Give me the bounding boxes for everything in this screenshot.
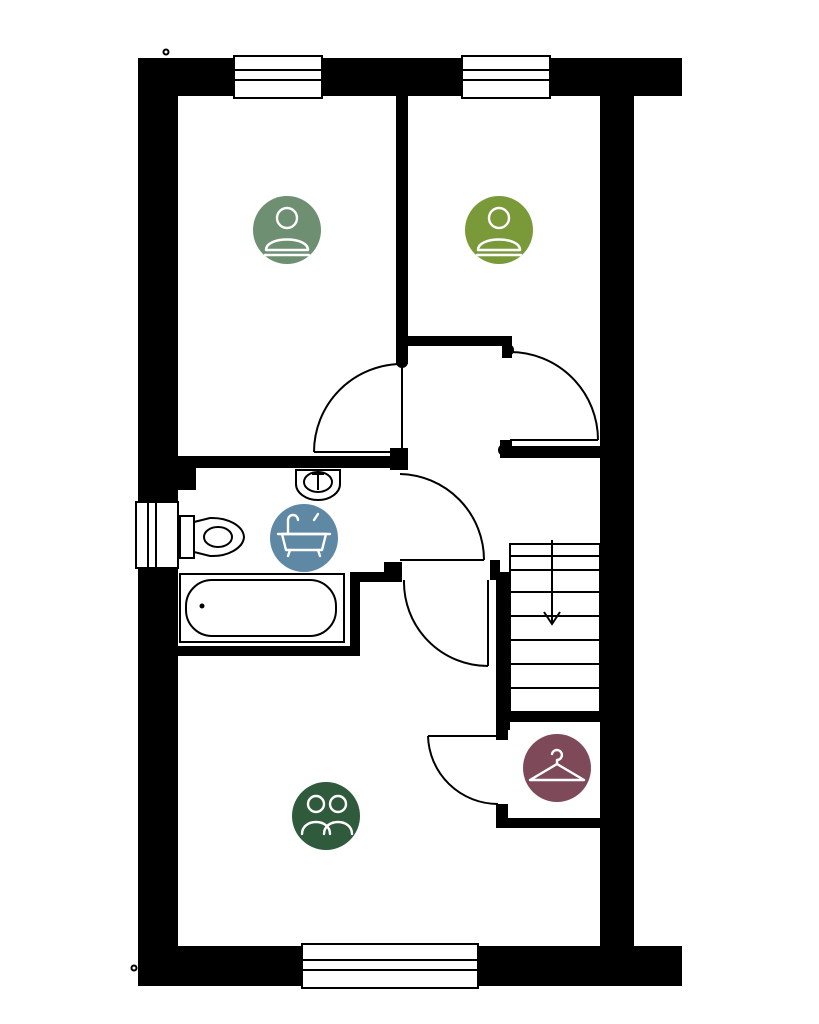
person-icon: [475, 206, 523, 257]
corner-marker-bottom: [130, 964, 138, 972]
toilet: [179, 515, 246, 559]
bath-tub: [179, 573, 345, 643]
coat-hanger-icon: [528, 748, 586, 782]
door-hinges: [390, 344, 514, 578]
staircase: [509, 540, 601, 713]
bedroom-1-icon: [253, 196, 321, 264]
bedroom-2-icon: [465, 196, 533, 264]
door-bathroom: [399, 473, 485, 561]
window-bottom: [301, 943, 479, 989]
window-top-left: [233, 55, 323, 99]
wash-basin: [295, 469, 341, 501]
bathtub-icon: [276, 512, 332, 558]
door-bedroom-3: [402, 579, 489, 667]
storage-icon: [523, 734, 591, 802]
bedroom-3-icon: [292, 782, 360, 850]
outer-walls: [138, 58, 682, 986]
door-bedroom-1: [313, 363, 403, 453]
window-left-wc: [135, 501, 179, 569]
person-icon: [263, 206, 311, 257]
door-bedroom-2: [509, 351, 599, 441]
interior-walls: [178, 96, 600, 828]
door-cupboard: [427, 735, 499, 805]
window-top-right: [461, 55, 551, 99]
corner-marker-top: [162, 48, 170, 56]
two-people-icon: [300, 794, 354, 836]
bathroom-icon: [270, 504, 338, 572]
